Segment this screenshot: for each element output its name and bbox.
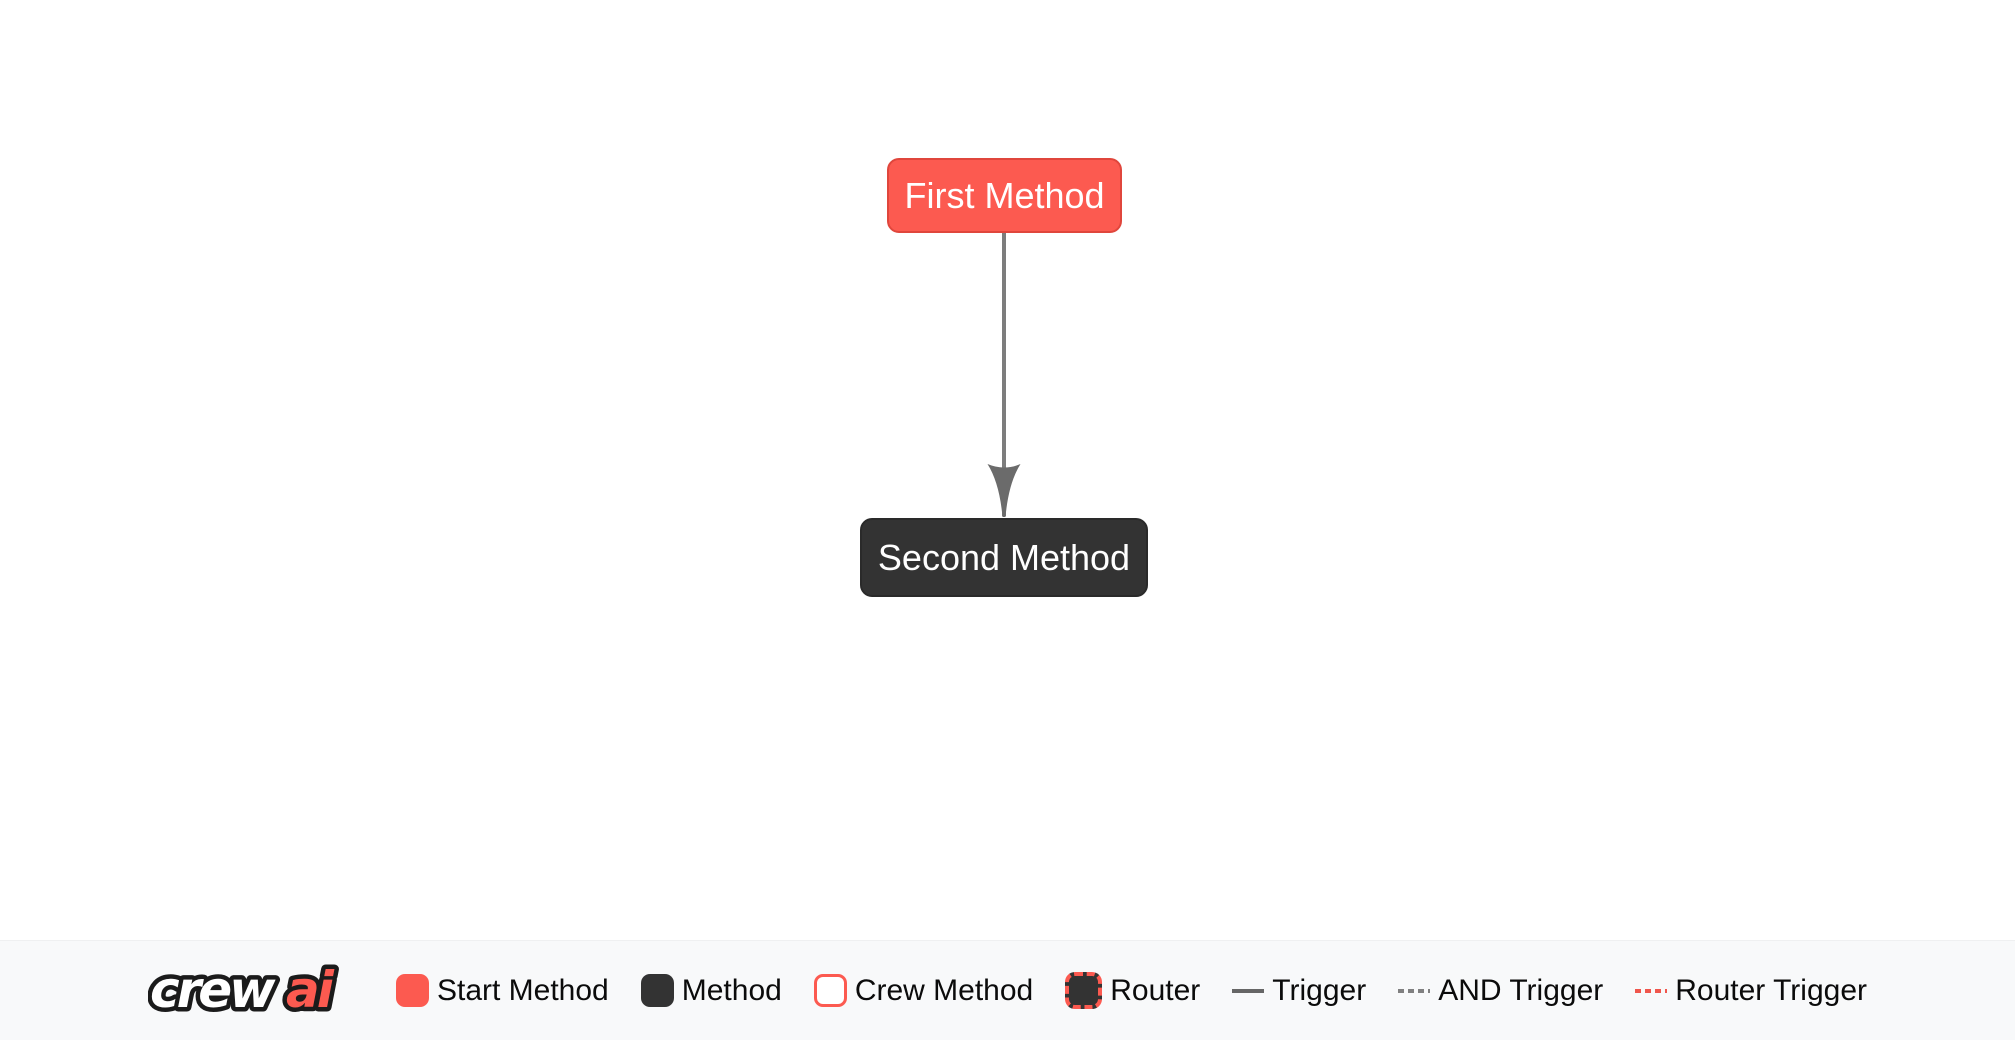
crewai-logo: crew ai (148, 962, 364, 1020)
legend-item-router: Router (1065, 972, 1200, 1009)
legend-label: Start Method (436, 973, 609, 1007)
node-first-method[interactable]: First Method (887, 158, 1122, 233)
start-method-swatch-icon (395, 974, 429, 1007)
logo-text-crew: crew (150, 962, 276, 1019)
legend-item-method: Method (640, 973, 782, 1008)
node-second-method[interactable]: Second Method (860, 518, 1148, 597)
router-trigger-line-icon (1635, 988, 1668, 993)
flow-canvas[interactable]: First Method Second Method (0, 0, 2015, 940)
legend-item-crew-method: Crew Method (813, 973, 1034, 1008)
legend-item-router-trigger: Router Trigger (1635, 974, 1867, 1008)
method-swatch-icon (640, 974, 674, 1007)
crewai-logo-icon: crew ai (148, 962, 342, 1020)
legend-item-and-trigger: AND Trigger (1398, 974, 1603, 1008)
crew-method-swatch-icon (813, 974, 847, 1007)
trigger-edge (987, 233, 1021, 517)
legend-item-trigger: Trigger (1232, 974, 1366, 1008)
node-first-method-label: First Method (904, 174, 1105, 216)
logo-text-ai: ai (286, 962, 335, 1019)
legend-label: AND Trigger (1438, 973, 1604, 1007)
legend-label: Router Trigger (1675, 973, 1867, 1007)
and-trigger-line-icon (1398, 988, 1431, 993)
node-second-method-label: Second Method (877, 536, 1131, 578)
legend-label: Method (681, 973, 782, 1007)
router-swatch-icon (1065, 972, 1103, 1009)
trigger-edge-arrowhead-icon (987, 464, 1021, 517)
legend-label: Router (1110, 973, 1201, 1007)
legend-bar: crew ai Start Method Method Crew Method … (0, 940, 2015, 1040)
trigger-line-icon (1232, 988, 1265, 993)
legend-label: Crew Method (854, 973, 1034, 1007)
legend-label: Trigger (1272, 973, 1367, 1007)
legend-item-start-method: Start Method (395, 973, 609, 1008)
